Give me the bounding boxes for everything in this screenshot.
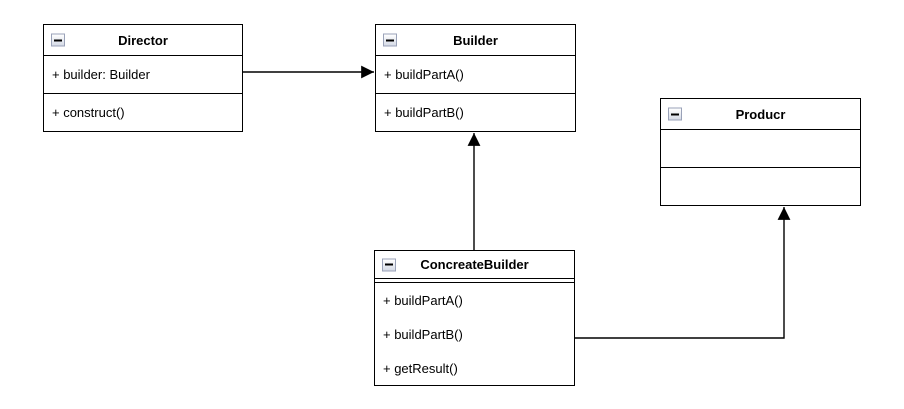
class-concreatebuilder-title: ConcreateBuilder <box>420 257 529 272</box>
class-producr-empty-compartment[interactable] <box>661 130 860 167</box>
class-builder-header: Builder <box>376 25 575 56</box>
class-director-method[interactable]: + construct() <box>44 93 242 131</box>
class-director-title: Director <box>118 32 168 48</box>
class-concreatebuilder-method[interactable]: + getResult() <box>383 360 458 376</box>
class-builder-method[interactable]: + buildPartA() <box>384 67 464 82</box>
class-concreatebuilder[interactable]: ConcreateBuilder + buildPartA() + buildP… <box>374 250 575 386</box>
class-director-attribute[interactable]: + builder: Builder <box>52 67 150 82</box>
minus-icon <box>385 263 393 266</box>
minus-icon <box>386 39 394 41</box>
class-concreatebuilder-method[interactable]: + buildPartB() <box>383 326 463 342</box>
edge-concreatebuilder-producr[interactable] <box>575 207 791 339</box>
class-concreatebuilder-methods: + buildPartA() + buildPartB() + getResul… <box>375 283 574 385</box>
collapse-icon[interactable] <box>382 258 396 271</box>
class-concreatebuilder-method[interactable]: + buildPartA() <box>383 292 463 308</box>
minus-icon <box>671 113 679 115</box>
class-builder-title: Builder <box>453 32 498 48</box>
minus-icon <box>54 39 62 41</box>
class-producr-header: Producr <box>661 99 860 130</box>
collapse-icon[interactable] <box>51 33 65 47</box>
class-producr-title: Producr <box>735 106 786 122</box>
class-producr[interactable]: Producr <box>660 98 861 206</box>
class-builder[interactable]: Builder + buildPartA() + buildPartB() <box>375 24 576 132</box>
class-director-header: Director <box>44 25 242 56</box>
class-builder-method[interactable]: + buildPartB() <box>376 93 575 131</box>
collapse-icon[interactable] <box>668 107 682 121</box>
class-concreatebuilder-header: ConcreateBuilder <box>375 251 574 279</box>
collapse-icon[interactable] <box>383 33 397 47</box>
class-director[interactable]: Director + builder: Builder + construct(… <box>43 24 243 132</box>
empty-attributes-compartment <box>375 279 574 283</box>
class-producr-empty-compartment[interactable] <box>661 167 860 205</box>
